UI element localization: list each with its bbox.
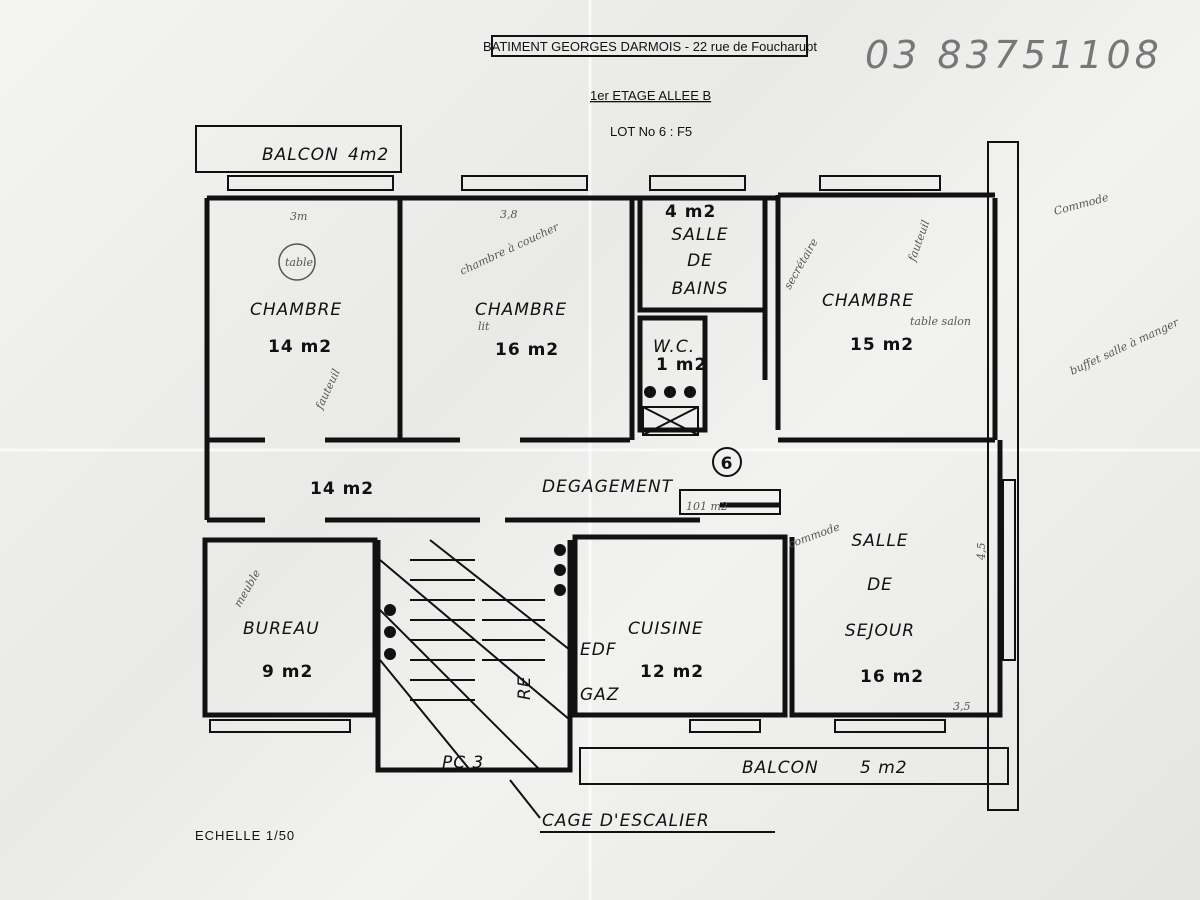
lot-label: LOT No 6 : F5 bbox=[610, 124, 692, 139]
total-area-box bbox=[679, 489, 781, 515]
svg-text:lit: lit bbox=[478, 320, 490, 333]
sdb-name: BAINS bbox=[672, 279, 729, 299]
degagement-area: 14 m2 bbox=[310, 479, 374, 499]
balcon-top bbox=[195, 125, 402, 173]
scale-label: ECHELLE 1/50 bbox=[195, 828, 295, 843]
wc-name: W.C. bbox=[653, 337, 695, 357]
cuisine-area: 12 m2 bbox=[640, 662, 704, 682]
shower-tray bbox=[642, 406, 699, 436]
svg-text:3m: 3m bbox=[290, 210, 307, 223]
cage-escalier-label: CAGE D'ESCALIER bbox=[542, 811, 710, 831]
balcon-top-area: 4m2 bbox=[348, 145, 389, 165]
re-label: RE bbox=[515, 675, 535, 700]
leader-line bbox=[509, 779, 541, 819]
chambre1-area: 14 m2 bbox=[268, 337, 332, 357]
meter-circles bbox=[384, 386, 696, 660]
sdb-area: 4 m2 bbox=[665, 202, 716, 222]
svg-text:table: table bbox=[285, 256, 314, 269]
balcon-bottom-name: BALCON bbox=[742, 758, 819, 778]
svg-text:commode: commode bbox=[787, 520, 842, 551]
walls bbox=[202, 141, 1019, 811]
svg-text:4,5: 4,5 bbox=[975, 543, 988, 562]
chambre2-area: 16 m2 bbox=[495, 340, 559, 360]
chambre1-name: CHAMBRE bbox=[250, 300, 342, 320]
svg-text:fauteuil: fauteuil bbox=[313, 367, 343, 413]
sdb-name: SALLE bbox=[671, 225, 728, 245]
lot-marker-circle bbox=[712, 447, 742, 477]
edf-label: EDF bbox=[580, 640, 617, 660]
svg-text:table salon: table salon bbox=[910, 315, 971, 328]
svg-text:3,8: 3,8 bbox=[500, 208, 518, 221]
bureau-name: BUREAU bbox=[243, 619, 320, 639]
svg-text:secrétaire: secrétaire bbox=[781, 236, 821, 292]
gaz-label: GAZ bbox=[580, 685, 619, 705]
svg-text:meuble: meuble bbox=[231, 567, 263, 610]
sejour-name: SEJOUR bbox=[845, 621, 915, 641]
svg-text:Commode: Commode bbox=[1052, 191, 1110, 218]
wc-area: 1 m2 bbox=[656, 355, 707, 375]
svg-text:buffet salle à manger: buffet salle à manger bbox=[1068, 316, 1182, 378]
balcon-top-name: BALCON bbox=[262, 145, 339, 165]
chambre3-area: 15 m2 bbox=[850, 335, 914, 355]
svg-text:chambre à coucher: chambre à coucher bbox=[458, 220, 562, 278]
sdb-name: DE bbox=[687, 251, 713, 271]
svg-text:fauteuil: fauteuil bbox=[905, 218, 932, 264]
degagement-name: DEGAGEMENT bbox=[542, 477, 674, 497]
bureau-area: 9 m2 bbox=[262, 662, 313, 682]
lot-marker: 6 bbox=[721, 454, 734, 474]
sejour-area: 16 m2 bbox=[860, 667, 924, 687]
cuisine-name: CUISINE bbox=[628, 619, 704, 639]
balcon-bottom-area: 5 m2 bbox=[860, 758, 908, 778]
handwritten-phone: 03 83751108 bbox=[865, 33, 1163, 77]
building-title: BATIMENT GEORGES DARMOIS - 22 rue de Fou… bbox=[483, 39, 817, 54]
pc-label: PC 3 bbox=[442, 753, 484, 773]
floor-label: 1er ETAGE ALLEE B bbox=[590, 88, 711, 103]
sejour-name: SALLE bbox=[851, 531, 908, 551]
sejour-name: DE bbox=[867, 575, 893, 595]
svg-text:3,5: 3,5 bbox=[953, 700, 971, 713]
total-area: 101 m2 bbox=[686, 500, 728, 513]
title-box bbox=[491, 35, 808, 57]
chambre2-name: CHAMBRE bbox=[475, 300, 567, 320]
staircase bbox=[379, 539, 571, 771]
chambre3-name: CHAMBRE bbox=[822, 291, 914, 311]
